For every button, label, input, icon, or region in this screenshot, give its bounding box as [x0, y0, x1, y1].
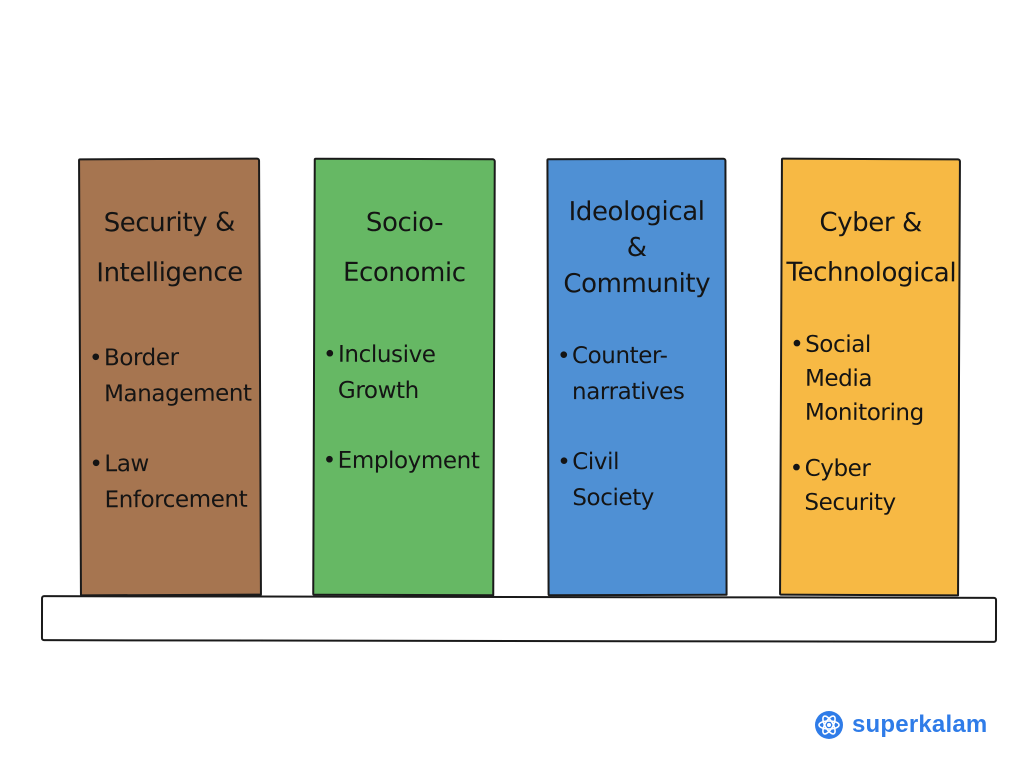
brand-name: superkalam	[852, 711, 988, 738]
bullet-icon: •	[88, 345, 103, 372]
pillar-title-line: Community	[563, 268, 711, 300]
pillar-item: •Social Media Monitoring	[790, 328, 956, 431]
bullet-icon: •	[323, 341, 337, 368]
pillar-item: •Employment	[323, 443, 491, 480]
pillar-item: •Counter- narratives	[557, 338, 723, 410]
bullet-icon: •	[790, 331, 804, 358]
pillar-title-line: Socio-	[365, 207, 444, 239]
bullet-icon: •	[556, 343, 571, 370]
pillar-title-line: &	[626, 232, 647, 264]
pillar-item-list: •Border Management •Law Enforcement	[89, 340, 258, 553]
pillar-item-list: •Counter- narratives •Civil Society	[557, 338, 724, 550]
pillar-title-line: Security &	[103, 207, 236, 239]
pillar-cyber-technological: Cyber & Technological •Social Media Moni…	[779, 157, 961, 597]
pillar-title-line: Intelligence	[96, 257, 243, 289]
pillar-title-line: Cyber &	[819, 207, 922, 239]
pillar-title: Ideological & Community	[553, 194, 721, 302]
bullet-icon: •	[322, 447, 336, 474]
pillar-title-line: Technological	[786, 257, 957, 289]
foundation-base-shelf	[40, 595, 998, 643]
bullet-icon: •	[89, 451, 103, 478]
atom-logo-icon	[815, 711, 843, 739]
pillar-item: •Cyber Security	[789, 452, 955, 521]
pillar-ideological-community: Ideological & Community •Counter- narrat…	[546, 157, 728, 597]
pillar-item-list: •Inclusive Growth •Employment	[323, 337, 492, 514]
bullet-icon: •	[557, 449, 571, 476]
brand-watermark: superkalam	[814, 710, 987, 740]
pillar-socio-economic: Socio- Economic •Inclusive Growth •Emplo…	[312, 157, 496, 597]
pillar-title-line: Ideological	[568, 196, 705, 228]
pillar-title: Security & Intelligence	[84, 198, 254, 299]
pillar-title: Socio- Economic	[319, 198, 489, 299]
pillar-item-list: •Social Media Monitoring •Cyber Security	[789, 328, 956, 555]
pillar-security-intelligence: Security & Intelligence •Border Manageme…	[78, 157, 262, 597]
pillar-item: •Border Management	[89, 340, 257, 413]
pillar-item: •Civil Society	[557, 444, 723, 516]
pillar-title-line: Economic	[342, 257, 466, 289]
pillar-item: •Inclusive Growth	[323, 337, 491, 410]
pillar-title: Cyber & Technological	[786, 198, 957, 299]
pillar-item: •Law Enforcement	[89, 446, 257, 519]
bullet-icon: •	[789, 455, 803, 482]
